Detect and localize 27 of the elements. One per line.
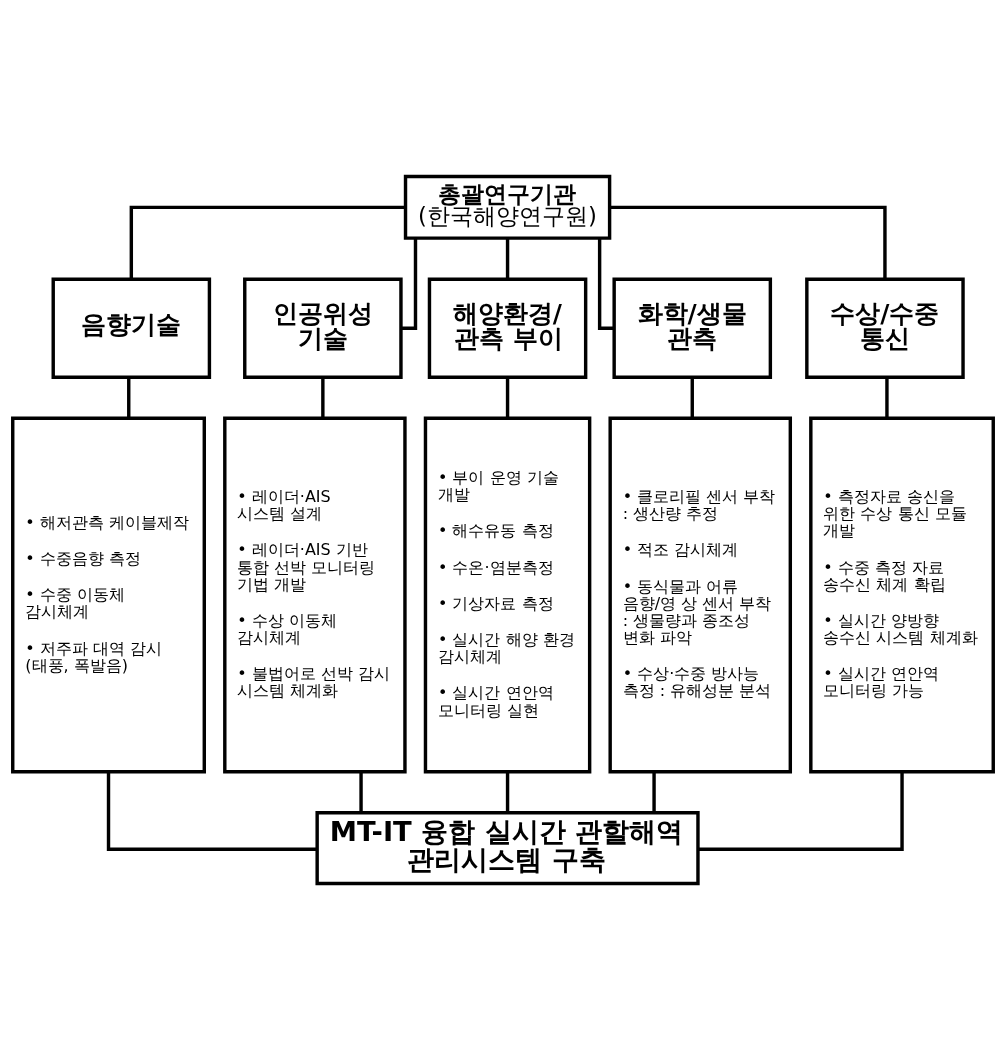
connector [885,377,889,418]
connector [106,771,318,851]
connector [401,238,418,330]
connector [652,771,656,813]
connector [321,377,325,418]
node-box: 해양환경/ 관측 부이 [427,277,588,379]
node-box: 화학/생물 관측 [612,277,773,379]
connector [690,377,694,418]
connector [127,377,131,418]
node-box: • 클로리필 센서 부착 : 생산량 추정 • 적조 감시체계 • 동식물과 어류 음향/영 상 센서 부착 : 생물량과 종조성 변화 파악 • 수상·수중 방사능 측정 : 유해성분 분석 [608,416,792,774]
node-box: 인공위성 기술 [243,277,403,379]
node-box: 총괄연구기관 (한국해양연구원) [403,174,612,240]
node-box: • 레이더·AIS 시스템 설계 • 레이더·AIS 기반 통합 선박 모니터링 기법 개발 • 수상 이동체 감시체계 • 불법어로 선박 감시 시스템 체계화 [223,416,407,774]
node-box: 수상/수중 통신 [805,277,965,379]
connector [698,771,904,851]
connector [505,771,510,813]
connector [505,377,510,418]
connector [505,238,510,280]
node-box: • 해저관측 케이블제작 • 수중음향 측정 • 수중 이동체 감시체계 • 저주파 대역 감시 (태풍, 폭발음) [11,416,206,774]
connector [129,205,406,280]
node-box: 음향기술 [51,277,212,379]
connector [609,205,887,280]
node-box: MT-IT 융합 실시간 관할해역 관리시스템 구축 [315,811,700,886]
connector [359,771,363,813]
connector [597,238,615,330]
node-box: • 부이 운영 기술 개발 • 해수유동 측정 • 수온·염분측정 • 기상자료 측정 • 실시간 해양 환경 감시체계 • 실시간 연안역 모니터링 실현 [423,416,592,774]
node-box: • 측정자료 송신을 위한 수상 통신 모듈 개발 • 수중 측정 자료 송수신 체계 확립 • 실시간 양방향 송수신 시스템 체계화 • 실시간 연안역 모니터링 가능 [809,416,995,774]
